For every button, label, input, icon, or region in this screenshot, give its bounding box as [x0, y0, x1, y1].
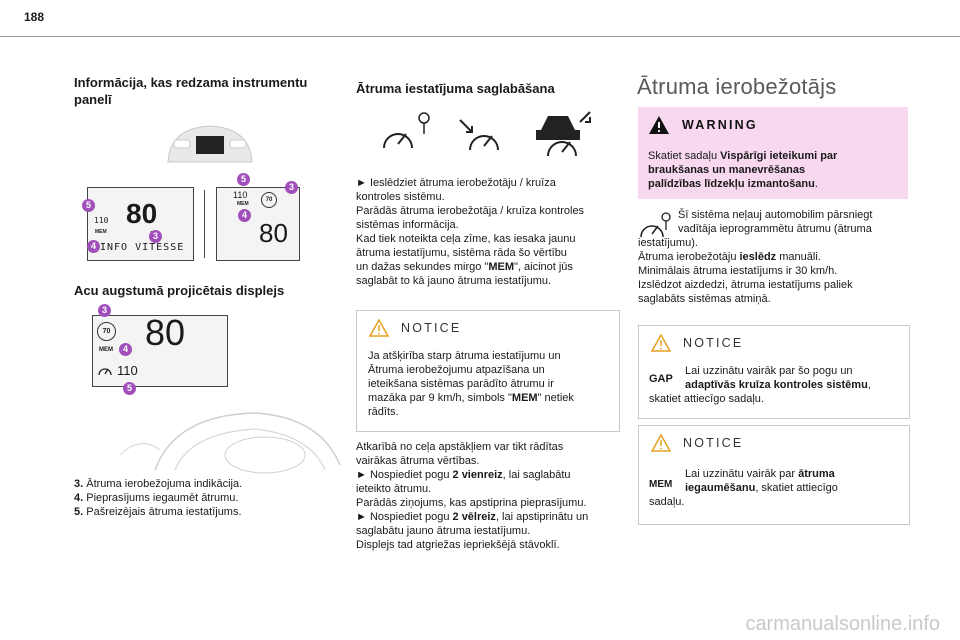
instructions-para: ► Ieslēdziet ātruma ierobežotāju / kruīz… — [356, 177, 585, 287]
badge-4: 4 — [238, 209, 251, 222]
cruise-control-icon — [536, 111, 591, 157]
badge-4: 4 — [87, 240, 100, 253]
set-speed-value: 110 — [233, 190, 248, 200]
section-title: Ātruma ierobežotājs — [637, 74, 837, 99]
hud-display: 70 80 MEM 110 — [92, 312, 228, 387]
divider — [204, 190, 205, 258]
steps-para: Atkarībā no ceļa apstākļiem var tikt rād… — [356, 441, 589, 551]
notice-box: NOTICE Ja atšķirība starp ātruma iestatī… — [356, 310, 620, 432]
badge-3: 3 — [98, 304, 111, 317]
mem-label: MEM — [99, 347, 113, 353]
legend-item: 3. Ātruma ierobežojuma indikācija. — [74, 478, 243, 490]
legend-item: 4. Pieprasījums iegaumēt ātrumu. — [74, 492, 239, 504]
mem-button-icon: MEM — [649, 479, 673, 490]
speed-limiter-icon — [640, 212, 671, 238]
gap-button-icon: GAP — [649, 373, 673, 385]
watermark: carmanualsonline.info — [745, 613, 940, 635]
speedometer-icon — [98, 368, 112, 376]
cluster-display-a: 80 110 MEM 70 INFO VITESSE — [87, 187, 194, 261]
cluster-display-b: 110 MEM 70 80 — [216, 187, 300, 261]
mem-label: MEM — [237, 201, 249, 207]
page-number: 188 — [24, 10, 45, 24]
notice-box-gap: NOTICE GAP Lai uzzinātu vairāk par šo po… — [638, 325, 910, 419]
warning-box: WARNING Skatiet sadaļu Vispārīgi ieteiku… — [638, 107, 908, 199]
notice-title: NOTICE — [683, 336, 744, 350]
legend-list: 3. Ātruma ierobežojuma indikācija. 4. Pi… — [74, 477, 344, 519]
badge-5: 5 — [237, 173, 250, 186]
notice-title: NOTICE — [683, 436, 744, 450]
set-speed-value: 110 — [94, 216, 109, 225]
notice-text: Ja atšķirība starp ātruma iestatījumu un… — [368, 350, 574, 418]
instrument-cluster-illustration — [167, 125, 253, 163]
speed-memory-icons — [383, 111, 591, 157]
badge-5: 5 — [123, 382, 136, 395]
heading-hud: Acu augstumā projicētais displejs — [74, 283, 285, 298]
limit-sign: 70 — [97, 322, 116, 341]
notice-triangle-icon — [651, 334, 671, 352]
notice-triangle-icon — [369, 319, 389, 337]
heading-save-speed: Ātruma iestatījuma saglabāšana — [356, 81, 555, 96]
mem-label: MEM — [95, 229, 107, 235]
info-message: INFO VITESSE — [100, 242, 185, 253]
badge-5: 5 — [82, 199, 95, 212]
warning-title: WARNING — [682, 118, 758, 132]
notice-title: NOTICE — [401, 321, 462, 335]
notice-text: Lai uzzinātu vairāk par ātruma iegaumēša… — [649, 468, 838, 508]
description-para: Šī sistēma neļauj automobilim pārsniegt … — [638, 209, 873, 305]
notice-triangle-icon — [651, 434, 671, 452]
badge-3: 3 — [149, 230, 162, 243]
speed-readout: 80 — [126, 198, 158, 229]
set-speed-value: 110 — [117, 363, 138, 378]
speed-limit-arrow-icon — [459, 119, 499, 151]
badge-3: 3 — [285, 181, 298, 194]
speed-readout: 80 — [259, 218, 288, 248]
speed-readout: 80 — [145, 312, 186, 353]
header-rule — [0, 36, 960, 37]
warning-text: Skatiet sadaļu Vispārīgi ieteikumi par b… — [648, 150, 838, 190]
badge-4: 4 — [119, 343, 132, 356]
heading-instrument-panel: Informācija, kas redzama instrumentu pan… — [74, 75, 308, 107]
dashboard-illustration — [119, 412, 341, 474]
speed-limit-info-icon — [383, 112, 430, 149]
notice-text: Lai uzzinātu vairāk par šo pogu un adapt… — [649, 365, 871, 405]
warning-triangle-icon — [649, 116, 669, 134]
notice-box-mem: NOTICE MEM Lai uzzinātu vairāk par ātrum… — [638, 425, 910, 525]
limit-sign: 70 — [261, 192, 277, 208]
legend-item: 5. Pašreizējais ātruma iestatījums. — [74, 506, 242, 518]
